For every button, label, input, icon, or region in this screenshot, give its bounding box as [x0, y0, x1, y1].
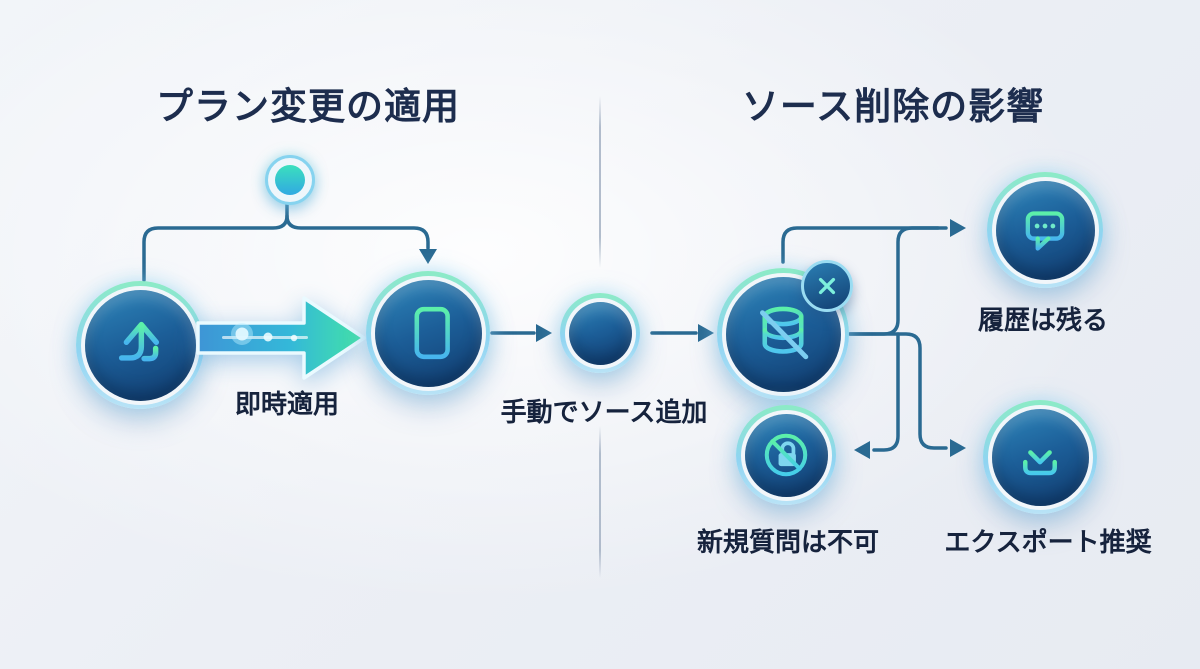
- node-export: [983, 400, 1097, 514]
- node-notebook: [366, 271, 490, 395]
- label-immediate-apply: 即時適用: [234, 389, 340, 419]
- node-add-source: [560, 293, 640, 373]
- x-delete-icon: [818, 277, 836, 295]
- immediate-apply-arrow: [196, 296, 366, 380]
- delete-badge: [801, 260, 853, 312]
- node-history: [987, 172, 1103, 288]
- chat-bubble-icon: [1025, 211, 1065, 251]
- section-divider: [599, 426, 601, 578]
- lock-prohibited-icon: [764, 433, 808, 477]
- label-add-source: 手動でソース追加: [500, 397, 708, 427]
- plus-icon: [584, 317, 616, 349]
- flow-start-node: [265, 155, 315, 205]
- label-no-new-questions: 新規質問は不可: [696, 527, 880, 557]
- upgrade-arrow-icon: [118, 321, 160, 362]
- node-source-deleted: [717, 260, 853, 400]
- section-divider: [599, 96, 601, 268]
- node-no-new-questions: [736, 405, 836, 505]
- right-section-title: ソース削除の影響: [741, 86, 1045, 127]
- download-icon: [1023, 435, 1057, 476]
- left-section-title: プラン変更の適用: [156, 86, 460, 127]
- label-export: エクスポート推奨: [944, 527, 1152, 557]
- label-history: 履歴は残る: [977, 305, 1109, 335]
- database-slash-icon: [760, 306, 809, 360]
- flow-start-dot: [275, 165, 305, 195]
- node-plan-upgrade: [76, 281, 204, 409]
- notebook-icon: [404, 306, 454, 360]
